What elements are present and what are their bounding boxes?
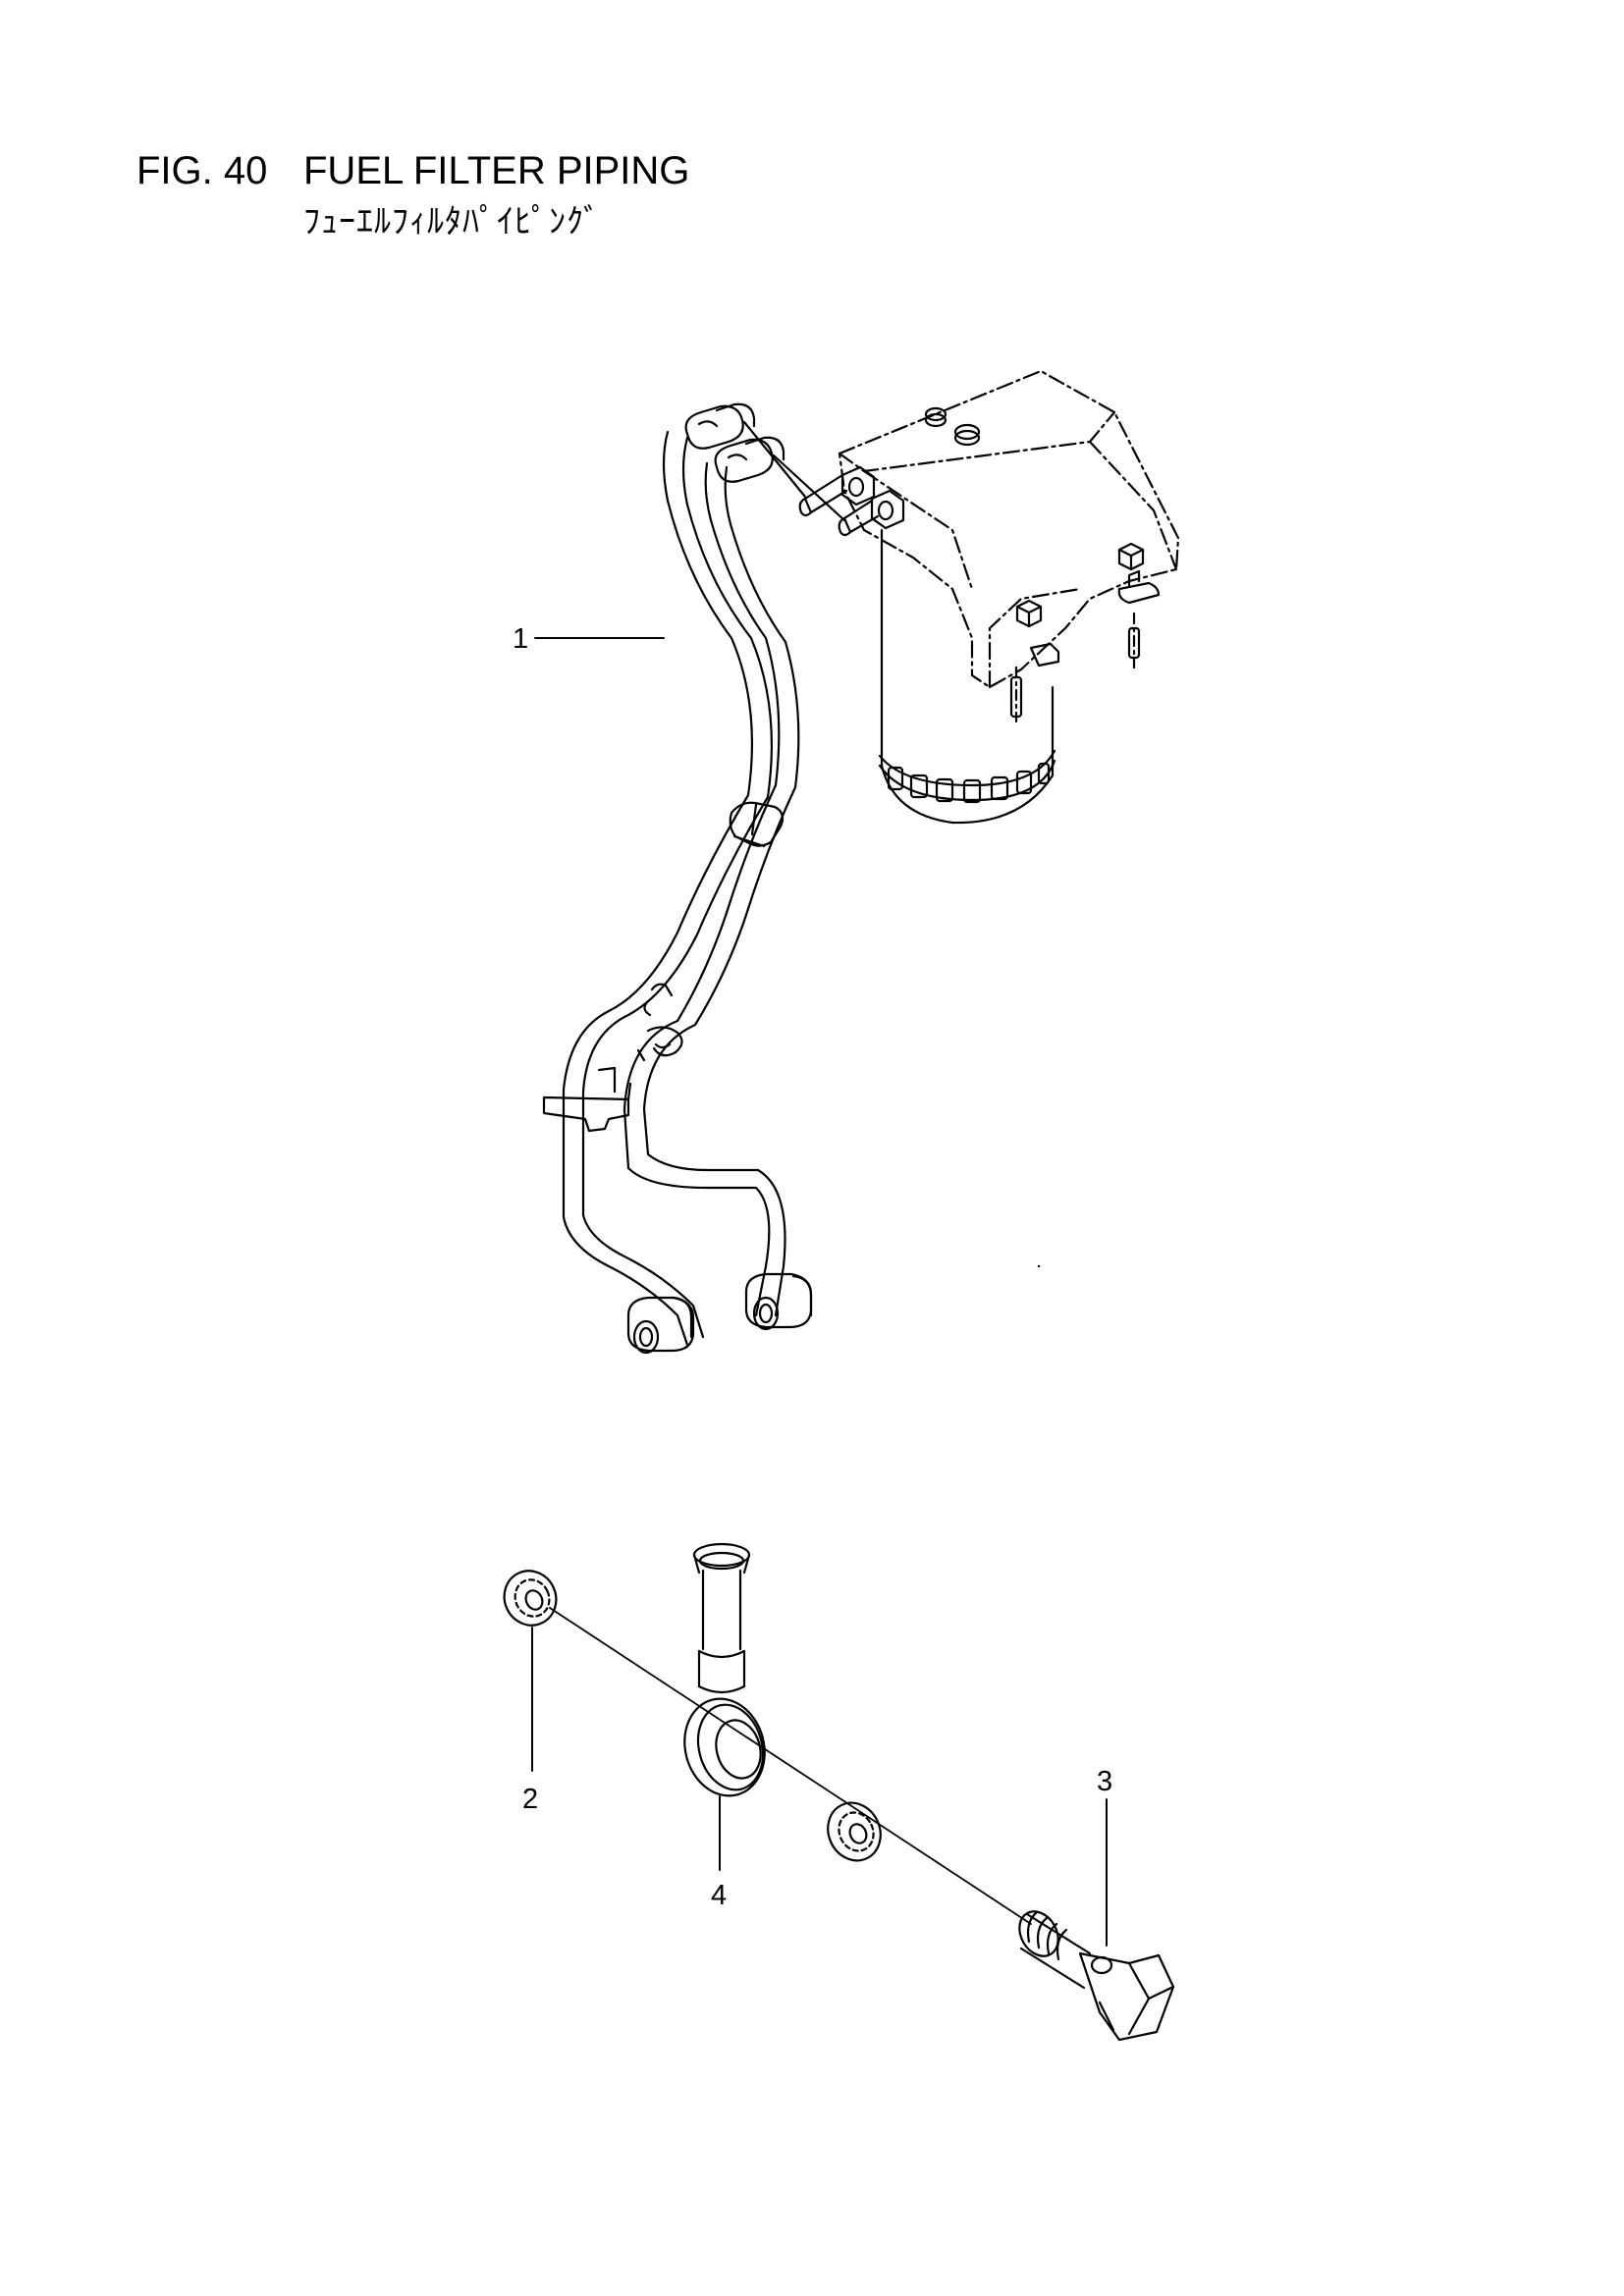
figure-subtitle: ﾌｭｰｴﾙﾌｨﾙﾀﾊﾟｲﾋﾟﾝｸﾞ: [303, 202, 601, 241]
figure-title: FUEL FILTER PIPING: [303, 149, 690, 192]
figure-number: FIG. 40: [136, 149, 268, 192]
fuel-pipe-b: [623, 461, 781, 1317]
callout-labels: 1 2 3 4: [513, 623, 1112, 1911]
hex-bolt: [1015, 599, 1043, 628]
pipe-clip: [650, 983, 674, 997]
filter-bracket-outline: [838, 369, 1180, 689]
pipe-clip: [646, 1026, 683, 1057]
outlet-fitting: [870, 489, 905, 530]
banjo-fitting-upper: [714, 438, 774, 483]
fitting: [1117, 581, 1161, 605]
callout-4: 4: [711, 1880, 727, 1911]
callout-2: 2: [522, 1784, 538, 1815]
fuel-pipe-a: [562, 430, 754, 1347]
hex-bolt: [1117, 542, 1145, 571]
exploded-banjo-joint: [503, 1542, 1175, 2042]
banjo-fitting-lower: [626, 1296, 695, 1355]
eye-bolt: [1018, 1910, 1175, 2042]
callout-3: 3: [1097, 1766, 1112, 1797]
bracket-bolt: [953, 429, 981, 447]
fuel-filter-assembly: [798, 369, 1180, 825]
filter-grip-ribs: [887, 762, 1051, 804]
inlet-fitting: [840, 465, 876, 507]
banjo-pipe: [683, 1542, 766, 1797]
pipe-clamp: [729, 801, 785, 847]
bracket-bolt: [924, 412, 947, 428]
fuel-pipe-assembly: [542, 402, 846, 1355]
assembly-axis-line: [549, 1607, 1032, 1925]
callout-leaders: [531, 637, 1108, 1947]
callout-1: 1: [513, 623, 528, 655]
pipe-clamp: [542, 1095, 630, 1133]
banjo-fitting-upper: [684, 404, 744, 450]
banjo-fitting-lower: [744, 1272, 813, 1331]
sealing-washer: [503, 1570, 558, 1627]
sealing-washer: [827, 1801, 882, 1862]
